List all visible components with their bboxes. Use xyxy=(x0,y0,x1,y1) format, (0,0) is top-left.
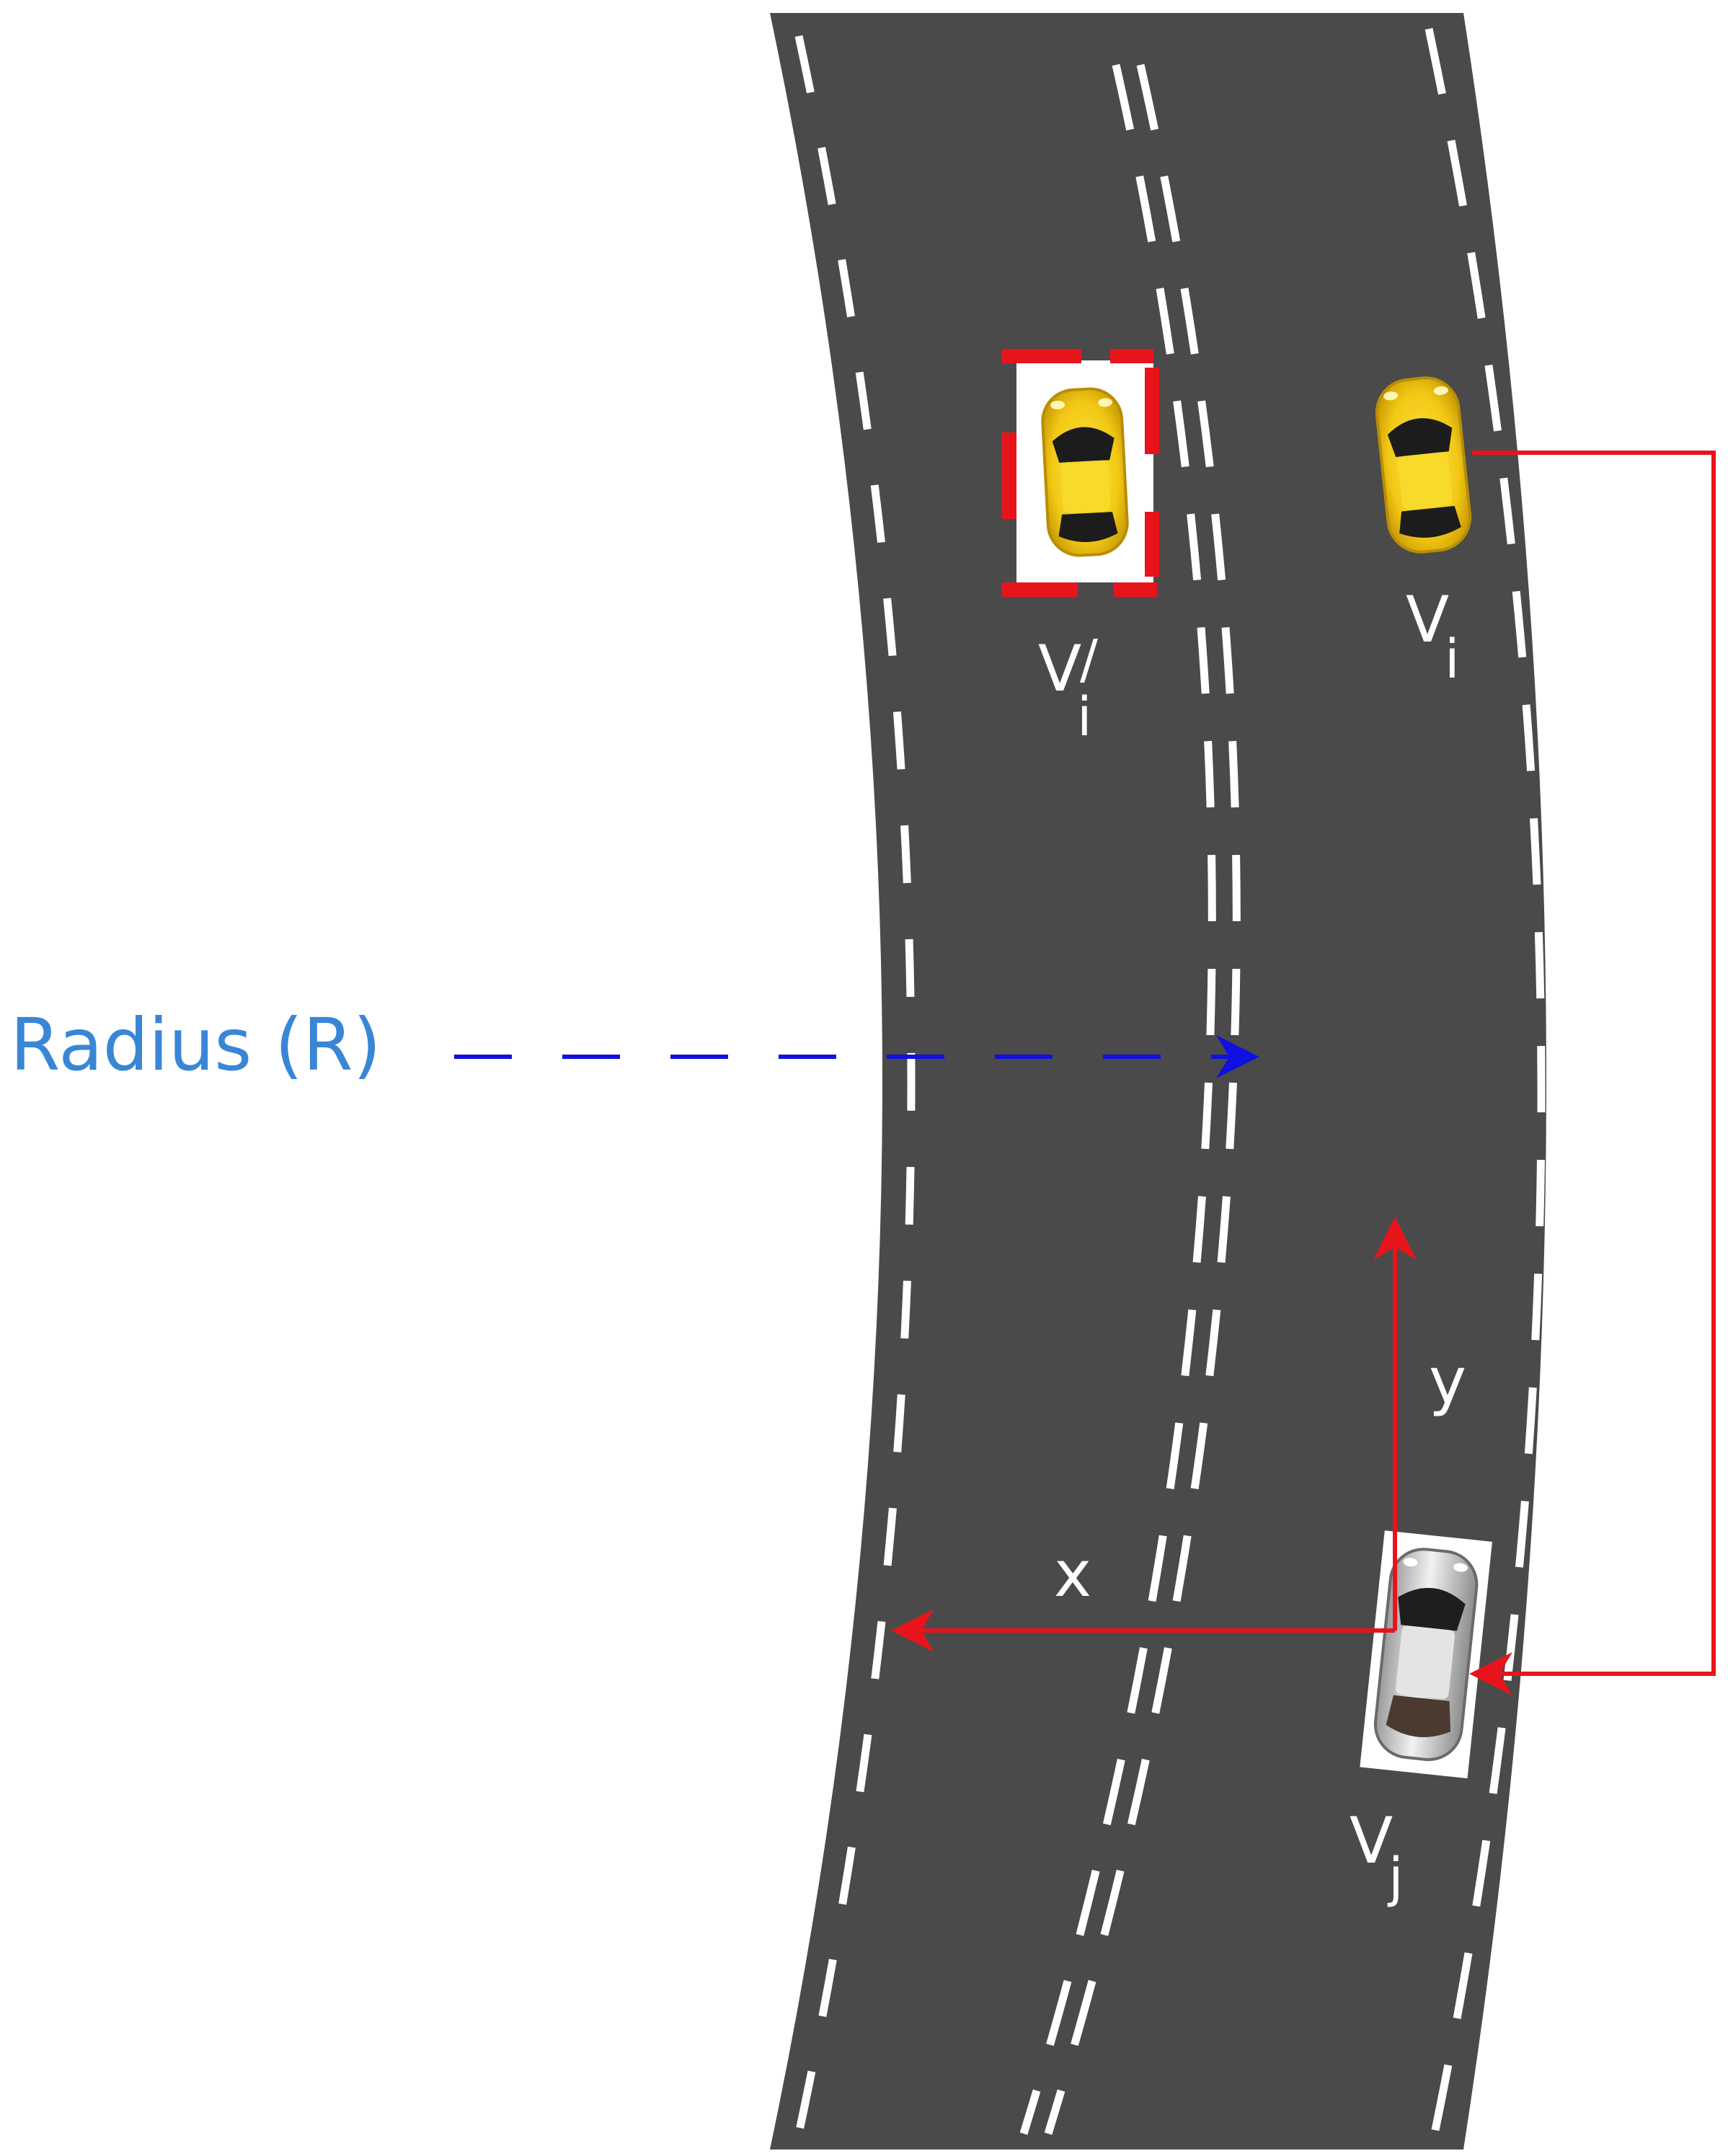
svg-text:i: i xyxy=(1445,629,1460,691)
vehicle-vi-prime xyxy=(1002,349,1159,597)
vj-label: V j xyxy=(1350,1804,1404,1909)
svg-text:V: V xyxy=(1038,631,1081,706)
svg-text:i: i xyxy=(1077,686,1092,748)
radius-label: Radius (R) xyxy=(10,1003,381,1087)
axis-y-label: y xyxy=(1429,1344,1466,1418)
vi-to-vj-connector xyxy=(1469,451,1716,1695)
center-double-line-a xyxy=(1019,63,1216,2135)
vi-label: V i xyxy=(1406,582,1460,691)
vi-prime-label: V i / xyxy=(1038,629,1098,748)
axis-x-label: x xyxy=(1054,1537,1091,1611)
curved-road xyxy=(770,13,1546,2150)
lane-line-left xyxy=(794,35,916,2135)
svg-text:/: / xyxy=(1080,629,1098,691)
vehicle-vi xyxy=(1375,376,1472,554)
center-double-line-b xyxy=(1044,63,1241,2135)
lane-line-right xyxy=(1425,27,1546,2135)
svg-text:V: V xyxy=(1406,582,1449,657)
svg-text:V: V xyxy=(1350,1804,1393,1878)
svg-text:j: j xyxy=(1387,1847,1404,1909)
